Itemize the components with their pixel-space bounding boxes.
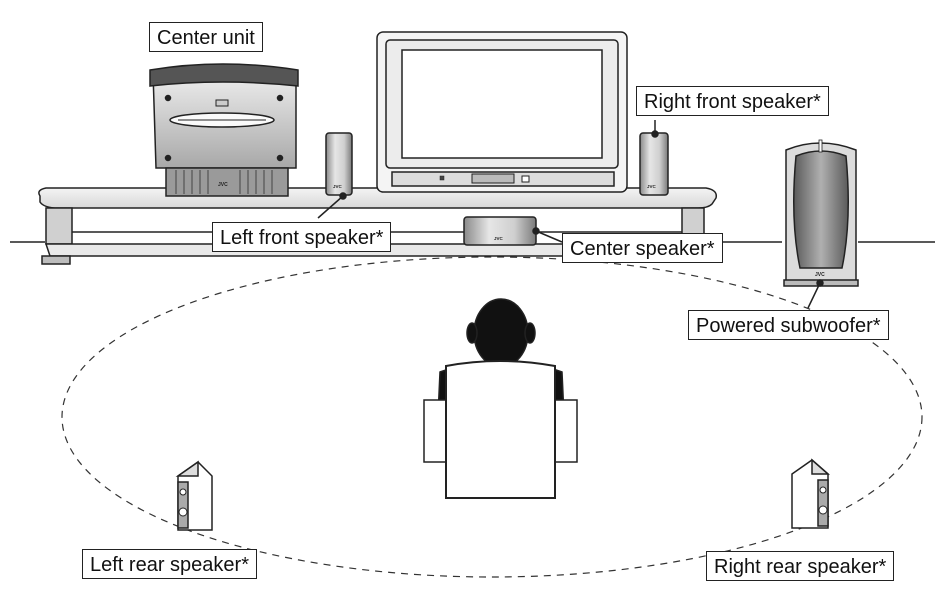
subwoofer-device: JVC: [783, 139, 859, 287]
center-speaker-brand: JVC: [494, 236, 504, 241]
listener-in-chair: [423, 298, 578, 499]
center-unit-device: JVC: [149, 63, 299, 197]
label-left-front-speaker: Left front speaker*: [212, 222, 392, 252]
television: [376, 31, 628, 193]
right-rear-speaker-device: [791, 458, 830, 529]
label-right-rear-speaker: Right rear speaker*: [706, 551, 895, 581]
center-speaker-device: JVC: [463, 216, 537, 246]
right-front-brand: JVC: [647, 184, 657, 189]
subwoofer-brand: JVC: [815, 272, 825, 278]
label-powered-subwoofer: Powered subwoofer*: [688, 310, 889, 340]
label-center-speaker: Center speaker*: [562, 233, 723, 263]
listening-area-ellipse: [61, 256, 923, 578]
left-rear-speaker-device: [175, 460, 213, 531]
left-front-brand: JVC: [333, 184, 343, 189]
center-unit-brand: JVC: [218, 182, 228, 188]
label-right-front-speaker: Right front speaker*: [636, 86, 829, 116]
right-front-speaker-device: JVC: [639, 132, 669, 196]
left-front-speaker-device: JVC: [325, 132, 353, 196]
leader-lines: [317, 120, 824, 309]
label-center-unit: Center unit: [149, 22, 263, 52]
label-left-rear-speaker: Left rear speaker*: [82, 549, 257, 579]
